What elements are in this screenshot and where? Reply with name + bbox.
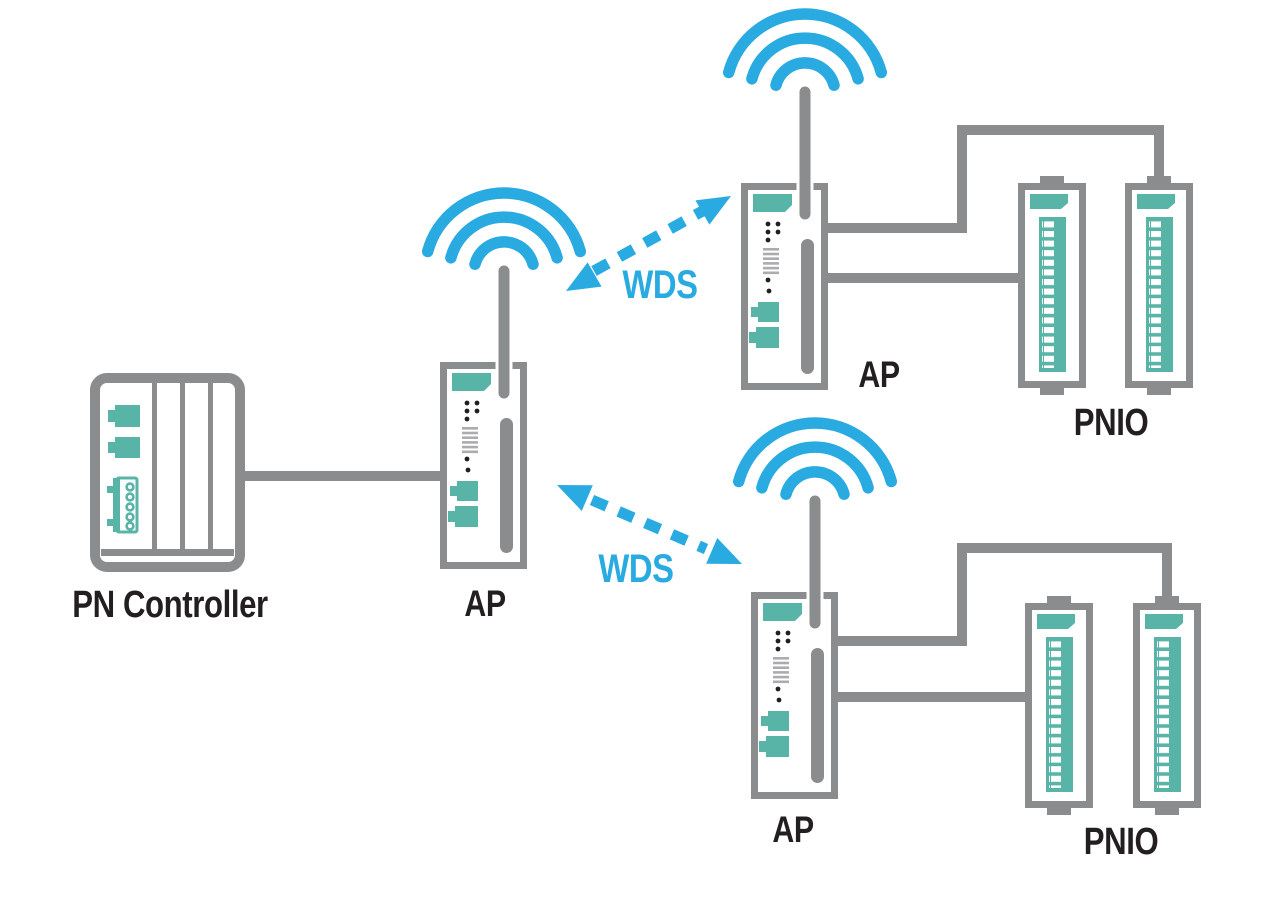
top-pnio-label: PNIO — [1073, 402, 1149, 444]
wds-link-bottom — [551, 472, 748, 577]
wds-link-top — [559, 183, 738, 304]
wds-arrowhead-icon — [695, 183, 738, 225]
ethernet-port-icon — [108, 405, 140, 458]
bottom-pnio-label: PNIO — [1083, 821, 1159, 863]
bottom-pnio-module-2 — [1137, 596, 1198, 815]
wds-bottom-label: WDS — [598, 547, 674, 591]
cable-bottom-ap-to-pnio2 — [837, 543, 1172, 646]
wds-arrowhead-icon — [551, 472, 593, 511]
pn-controller-label: PN Controller — [72, 584, 268, 626]
central-ap-label: AP — [464, 583, 506, 624]
top-ap-label: AP — [858, 354, 900, 395]
top-pnio-module-2 — [1129, 176, 1190, 395]
pn-controller-device — [90, 373, 245, 572]
wds-arrowhead-icon — [706, 538, 748, 577]
wds-top-label: WDS — [622, 263, 698, 307]
top-pnio-module-1 — [1022, 176, 1083, 395]
central-ap-device — [428, 193, 581, 566]
cable-top-ap-to-pnio2 — [826, 125, 1164, 233]
terminal-block-icon — [107, 476, 139, 534]
bottom-ap-label: AP — [772, 809, 814, 850]
rack-slot-dividers — [101, 383, 234, 556]
bottom-ap-device — [739, 423, 892, 796]
bottom-pnio-module-1 — [1029, 596, 1090, 815]
top-ap-device — [729, 14, 882, 387]
